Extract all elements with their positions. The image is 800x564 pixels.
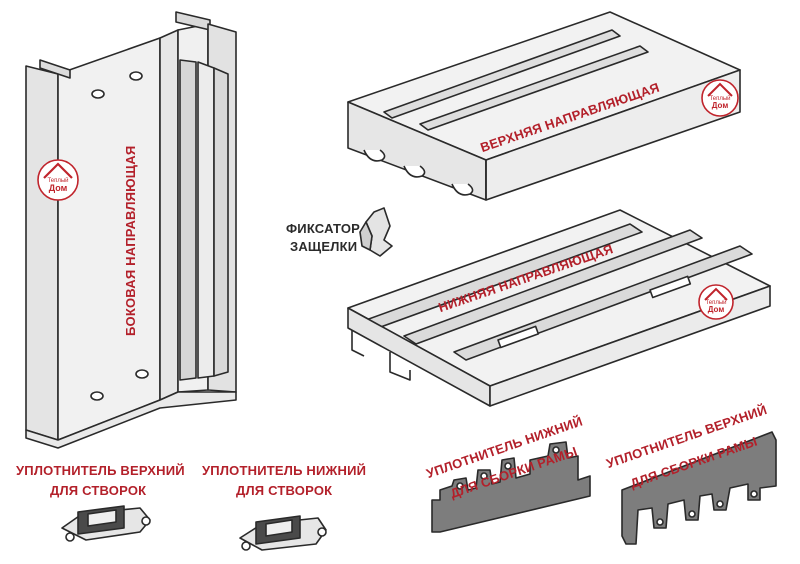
logo-side-rail: Теплый Дом bbox=[37, 159, 79, 201]
seal-top-sash-label-line1: УПЛОТНИТЕЛЬ ВЕРХНИЙ bbox=[16, 463, 185, 478]
seal-bottom-sash-part bbox=[239, 515, 327, 551]
logo-line1-text: Теплый bbox=[47, 177, 68, 184]
latch-fixer-label-line1: ФИКСАТОР bbox=[286, 221, 361, 236]
side-rail-label: БОКОВАЯ НАПРАВЛЯЮЩАЯ bbox=[123, 145, 138, 336]
logo-line2-text: Дом bbox=[49, 183, 68, 193]
seal-top-sash-label-line2: ДЛЯ СТВОРОК bbox=[50, 483, 147, 498]
logo-top-rail: Теплый Дом bbox=[701, 79, 739, 117]
seal-top-frame-part bbox=[621, 431, 777, 545]
side-rail-profile bbox=[25, 11, 237, 449]
logo-line1-text: Теплый bbox=[705, 299, 726, 306]
bottom-rail-profile bbox=[347, 209, 771, 407]
latch-fixer-part bbox=[359, 207, 393, 257]
seal-top-sash-part bbox=[61, 505, 151, 542]
seal-bottom-sash-label-line1: УПЛОТНИТЕЛЬ НИЖНИЙ bbox=[202, 463, 367, 478]
top-rail-profile bbox=[347, 11, 741, 201]
latch-fixer-label-line2: ЗАЩЕЛКИ bbox=[290, 239, 358, 254]
seal-bottom-sash-label-line2: ДЛЯ СТВОРОК bbox=[236, 483, 333, 498]
logo-bottom-rail: Теплый Дом bbox=[698, 284, 734, 320]
seal-bottom-frame-part bbox=[431, 441, 591, 533]
logo-line2-text: Дом bbox=[708, 305, 725, 314]
logo-line1-text: Теплый bbox=[709, 95, 730, 102]
logo-line2-text: Дом bbox=[712, 101, 729, 110]
